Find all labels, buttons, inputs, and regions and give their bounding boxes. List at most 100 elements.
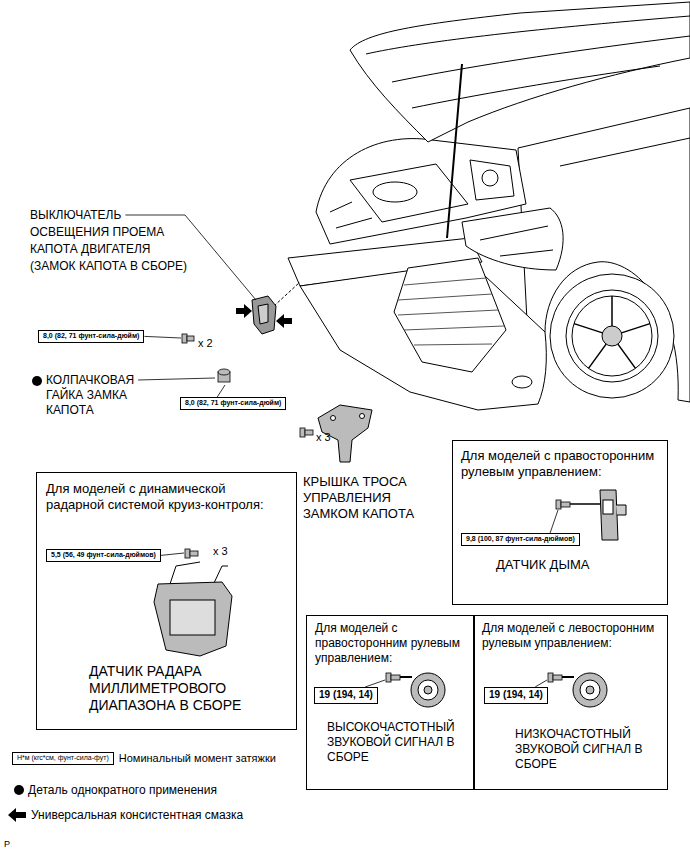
torque-spec-box: Н*м (кгс*см, фунт-сила-фут) (12, 752, 114, 765)
bolt-symbol (182, 334, 187, 343)
car-illustration (447, 64, 462, 238)
car-illustration (566, 290, 658, 382)
panel-heading: Для моделей с правосторонним рулевым упр… (315, 621, 465, 666)
car-illustration (574, 296, 650, 368)
bolt-symbol (187, 336, 194, 341)
part-name: ВЫСОКОЧАСТОТНЫЙ ЗВУКОВОЙ СИГНАЛ В СБОРЕ (327, 720, 472, 765)
note-panel: Для моделей с правосторонним рулевым упр… (452, 440, 668, 605)
horn-part (400, 673, 607, 707)
legend-entry: Универсальная консистентная смазка (31, 808, 243, 823)
cable-cover-part (360, 414, 365, 419)
car-illustration (470, 160, 514, 200)
torque-value: 9,8 (100, 87 фунт-сила-дюймов) (466, 535, 575, 544)
note-panel: Для моделей с левосторонним рулевым упра… (474, 615, 668, 790)
torque-value: 19 (194, 14) (319, 689, 373, 702)
torque-value: 8,0 (82, 71 фунт-сила-дюйм) (185, 399, 281, 408)
car-illustration (394, 258, 506, 372)
grease-legend-arrow (8, 808, 26, 822)
leader-line (217, 385, 225, 397)
torque-spec-box: 8,0 (82, 71 фунт-сила-дюйм) (180, 397, 286, 410)
legend-text: Номинальный момент затяжки (119, 752, 276, 764)
bolt-symbol (553, 675, 562, 680)
legend-entry: Деталь однократного применения (28, 783, 217, 798)
panel-heading: Для моделей с правосторонним рулевым упр… (461, 448, 661, 480)
torque-spec-box: 19 (194, 14) (484, 687, 548, 704)
torque-value: 8,0 (82, 71 фунт-сила-дюйм) (43, 332, 139, 341)
legend-text: Деталь однократного применения (28, 783, 217, 797)
car-illustration (512, 376, 532, 388)
car-illustration (274, 2, 690, 410)
torque-spec-box: 9,8 (100, 87 фунт-сила-дюймов) (461, 533, 580, 546)
cap-nut (218, 369, 230, 375)
note-panel: Для моделей с динамической радарной сист… (36, 472, 297, 730)
part-name: НИЗКОЧАСТОТНЫЙ ЗВУКОВОЙ СИГНАЛ В СБОРЕ (515, 727, 663, 772)
single-use-mark (32, 376, 42, 386)
car-illustration (350, 2, 690, 142)
horn-part (586, 686, 594, 694)
radar-sensor-part (170, 600, 215, 635)
car-illustration (602, 326, 622, 346)
legend-entry: Номинальный момент затяжки (119, 751, 276, 765)
cap-nut (218, 369, 230, 382)
horn-part (418, 680, 438, 700)
panel-heading: Для моделей с динамической радарной сист… (46, 481, 266, 513)
car-illustration (366, 16, 690, 108)
quantity: x 3 (213, 544, 228, 558)
bolt-symbol (548, 673, 553, 682)
note-panel: Для моделей с правосторонним рулевым упр… (306, 615, 474, 790)
quantity: x 3 (316, 430, 331, 444)
car-illustration (482, 170, 498, 186)
hood-lock-part (258, 304, 268, 324)
leader-line (144, 336, 181, 338)
car-illustration (550, 274, 674, 398)
leader-line (365, 680, 385, 687)
part-name: КРЫШКА ТРОСА УПРАВЛЕНИЯ ЗАМКОМ КАПОТА (303, 474, 433, 522)
leader-line (161, 553, 184, 555)
part-name: ДАТЧИК РАДАРА МИЛЛИМЕТРОВОГО ДИАПАЗОНА В… (89, 663, 259, 714)
car-illustration (274, 282, 300, 306)
bolt-symbol (561, 502, 570, 507)
horn-part (573, 673, 607, 707)
grease-arrow (236, 304, 252, 318)
car-illustration (560, 138, 690, 166)
torque-value: Н*м (кгс*см, фунт-сила-фут) (17, 754, 109, 763)
legend-text: Универсальная консистентная смазка (31, 808, 243, 822)
cable-cover-part (331, 416, 336, 421)
torque-spec-box: 5,5 (56, 49 фунт-сила-дюймов) (46, 549, 161, 562)
bolt-symbol (185, 549, 190, 558)
single-use-mark (14, 785, 24, 795)
grease-arrow (276, 314, 292, 328)
hood-lock-part (252, 296, 276, 334)
car-illustration (398, 278, 504, 345)
part-name: ДАТЧИК ДЫМА (496, 557, 589, 573)
quantity: x 2 (198, 336, 213, 350)
torque-spec-box: 19 (194, 14) (314, 687, 378, 704)
car-illustration (572, 296, 652, 376)
radar-sensor-part (170, 562, 228, 584)
part-name: КОЛПАЧКОВАЯ ГАЙКА ЗАМКА КАПОТА (46, 373, 171, 418)
car-illustration (373, 182, 417, 202)
smoke-sensor-part (600, 490, 618, 540)
single-use-mark (14, 376, 42, 795)
bolt-symbol (305, 430, 313, 435)
bolt-symbol (556, 500, 561, 509)
leader-line (138, 378, 215, 380)
bolt-symbol (391, 675, 400, 680)
radar-sensor-part (154, 582, 232, 656)
horn-part (411, 673, 445, 707)
car-illustration (480, 226, 553, 256)
bolt-symbol (386, 673, 391, 682)
part-name: ВЫКЛЮЧАТЕЛЬ ОСВЕЩЕНИЯ ПРОЕМА КАПОТА ДВИГ… (30, 207, 192, 275)
hood-lock-part (252, 296, 276, 334)
car-illustration (330, 202, 372, 228)
leader-line (550, 510, 558, 533)
grease-arrow (236, 304, 292, 328)
radar-sensor-part (154, 562, 232, 656)
grease-legend-arrow (8, 808, 26, 822)
torque-spec-box: 8,0 (82, 71 фунт-сила-дюйм) (38, 330, 144, 343)
bolt-symbol (300, 428, 305, 437)
bolt-symbol (190, 551, 198, 556)
horn-part (580, 680, 600, 700)
